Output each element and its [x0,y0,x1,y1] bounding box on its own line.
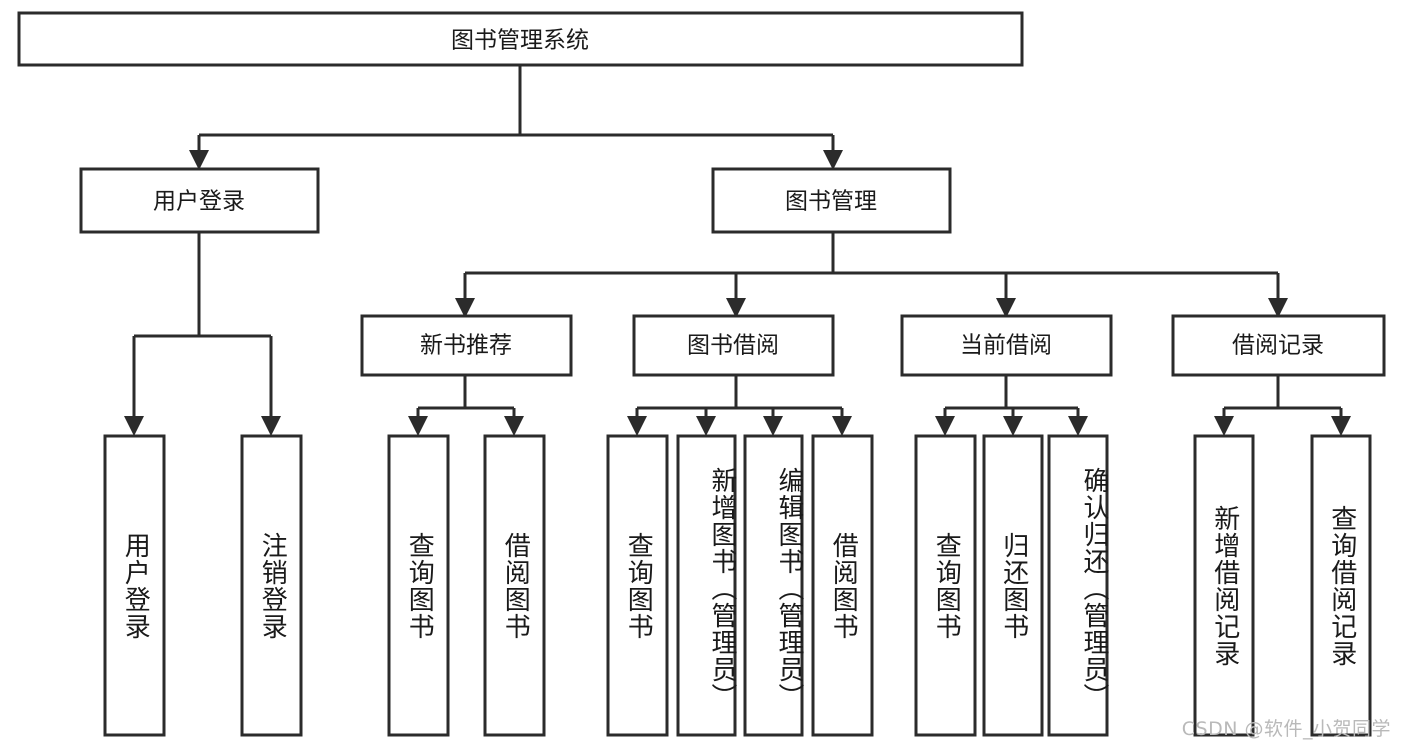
arrow-head-currentborrow-leaf2 [1003,416,1023,436]
arrow-head-leaf-user-login [124,416,144,436]
leaf-box-logout[interactable] [240,434,303,737]
connector-group-root [189,66,843,170]
arrow-head-userlogin [189,150,209,170]
arrow-head-current-borrow [996,298,1016,318]
leaf-box-borrow-book-1[interactable] [483,434,546,737]
node-new-book-recommend-box[interactable] [360,314,573,377]
arrow-head-leaf-logout [261,416,281,436]
node-borrow-record-label: 借阅记录 [1232,333,1324,359]
arrow-head-newbook-leaf2 [504,416,524,436]
node-root-box[interactable] [17,11,1024,67]
node-current-borrow-box[interactable] [900,314,1113,377]
leaf-box-user-login[interactable] [103,434,166,737]
connector-group-newbook [408,375,524,436]
node-borrow-record-box[interactable] [1171,314,1386,377]
node-book-management-box[interactable] [711,167,952,234]
connector-group-bookborrow [627,375,852,436]
node-new-book-recommend-label: 新书推荐 [420,333,512,359]
connector-group-userlogin [124,233,281,436]
arrow-head-borrowrecord-leaf1 [1214,416,1234,436]
arrow-head-newbook-leaf1 [408,416,428,436]
arrow-head-currentborrow-leaf1 [935,416,955,436]
arrow-head-bookborrow-leaf3 [763,416,783,436]
leaf-box-confirm-return[interactable] [1047,434,1109,737]
arrow-head-bookborrow-leaf1 [627,416,647,436]
arrow-head-borrow-record [1268,298,1288,318]
connector-group-borrowrecord [1214,375,1351,436]
leaf-box-query-borrow-record[interactable] [1310,434,1372,737]
arrow-head-book-borrow [726,298,746,318]
node-root-label: 图书管理系统 [451,28,589,54]
node-book-management-label: 图书管理 [785,189,877,215]
leaf-box-query-book-3[interactable] [914,434,977,737]
arrow-head-bookborrow-leaf4 [832,416,852,436]
node-book-borrow-label: 图书借阅 [687,333,779,359]
node-book-borrow-box[interactable] [632,314,835,377]
leaf-box-query-book-2[interactable] [606,434,669,737]
arrow-head-currentborrow-leaf3 [1068,416,1088,436]
connector-group-currentborrow [935,375,1088,436]
node-user-login-label: 用户登录 [153,189,245,215]
node-user-login-box[interactable] [79,167,320,234]
node-current-borrow-label: 当前借阅 [960,333,1052,359]
leaf-box-edit-book[interactable] [743,434,804,737]
arrow-head-bookborrow-leaf2 [696,416,716,436]
leaf-box-add-borrow-record[interactable] [1193,434,1255,737]
watermark-text: CSDN @软件_小贺同学 [1181,718,1391,740]
connector-group-bookmgmt [455,233,1288,318]
leaf-box-return-book[interactable] [982,434,1044,737]
arrow-head-new-book [455,298,475,318]
arrow-head-bookmgmt [823,150,843,170]
leaf-box-add-book[interactable] [676,434,737,737]
arrow-head-borrowrecord-leaf2 [1331,416,1351,436]
leaf-box-query-book-1[interactable] [387,434,450,737]
leaf-box-borrow-book-2[interactable] [811,434,874,737]
